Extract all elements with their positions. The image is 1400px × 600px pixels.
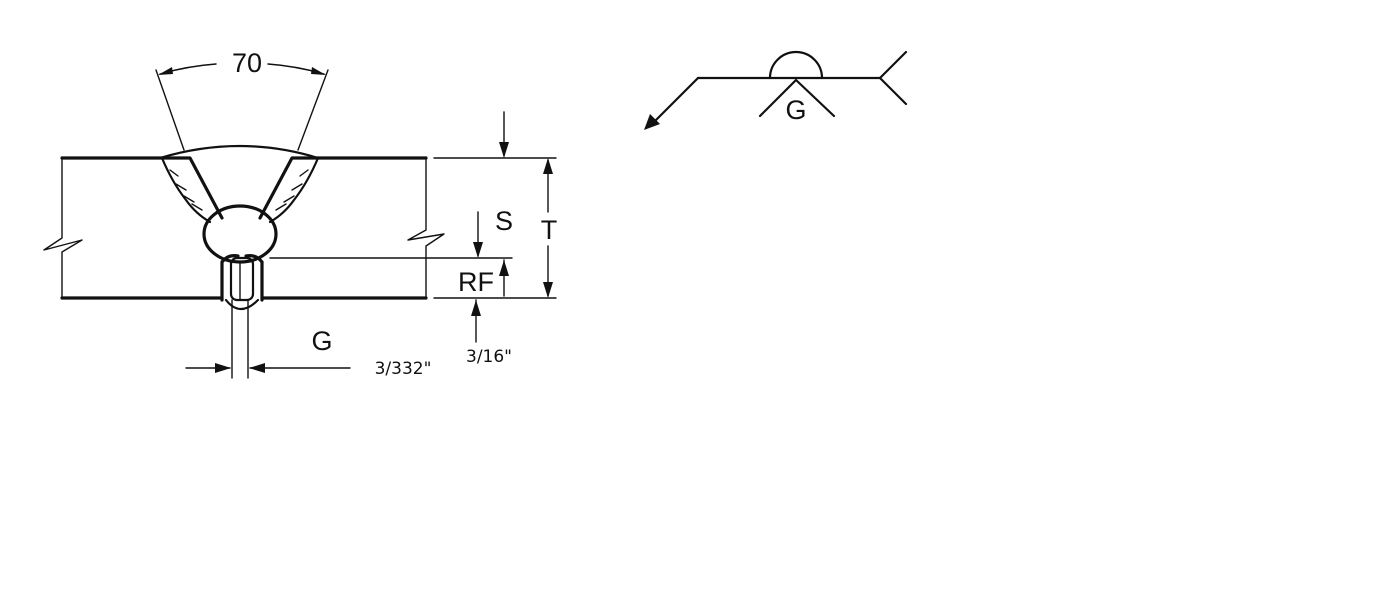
- root-face-left-land: [220, 254, 240, 302]
- root-opening-arrowhead-right: [249, 363, 265, 373]
- angle-extension-left: [155, 69, 185, 151]
- right-weld-fusion-line: [268, 156, 320, 224]
- welding-symbol-tail-upper: [878, 50, 908, 80]
- welding-symbol: G: [644, 50, 908, 130]
- root-face-right-land: [244, 254, 264, 302]
- left-weld-pass-hatch: [169, 169, 203, 211]
- root-face-arrowhead-bottom: [471, 300, 481, 316]
- root-opening-label: G: [311, 326, 332, 356]
- weld-cap-reinforcement: [158, 144, 320, 160]
- thickness-label: T: [541, 215, 558, 245]
- left-plate-break-line: [43, 157, 83, 299]
- root-opening-arrowhead-left: [215, 363, 231, 373]
- right-bevel-face: [258, 156, 320, 220]
- depth-arrowhead-top: [499, 142, 509, 158]
- thickness-arrowhead-bottom: [543, 282, 553, 298]
- root-pass-bead: [202, 204, 278, 264]
- left-weld-fusion-line: [160, 156, 212, 224]
- root-opening-gap: [229, 256, 255, 302]
- thickness-arrowhead-top: [543, 158, 553, 174]
- root-face-value: 3/16": [466, 347, 512, 367]
- welding-symbol-arrow-line: [650, 76, 700, 126]
- root-penetration: [224, 298, 260, 311]
- depth-arrowhead-bottom: [473, 242, 483, 258]
- v-groove-symbol: [758, 78, 836, 118]
- welding-symbol-tail-lower: [878, 76, 908, 106]
- angle-extension-right: [297, 69, 329, 151]
- right-weld-pass-hatch: [275, 169, 309, 211]
- angle-arrowhead-right: [311, 67, 326, 75]
- root-opening-value: 3/332": [375, 359, 432, 379]
- root-face-arrowhead-up: [499, 260, 509, 276]
- left-bevel-face: [160, 156, 224, 220]
- right-plate-break-line: [407, 157, 445, 299]
- groove-angle-label: 70: [232, 48, 262, 78]
- angle-arrowhead-left: [158, 67, 173, 75]
- root-face-label: RF: [458, 267, 494, 297]
- depth-label: S: [495, 206, 513, 236]
- welding-symbol-arrowhead: [644, 114, 660, 130]
- back-weld-symbol: [768, 50, 824, 80]
- welding-symbol-groove-label: G: [785, 95, 806, 125]
- joint-cross-section: 70 G 3/332" S T RF 3/16": [43, 48, 558, 379]
